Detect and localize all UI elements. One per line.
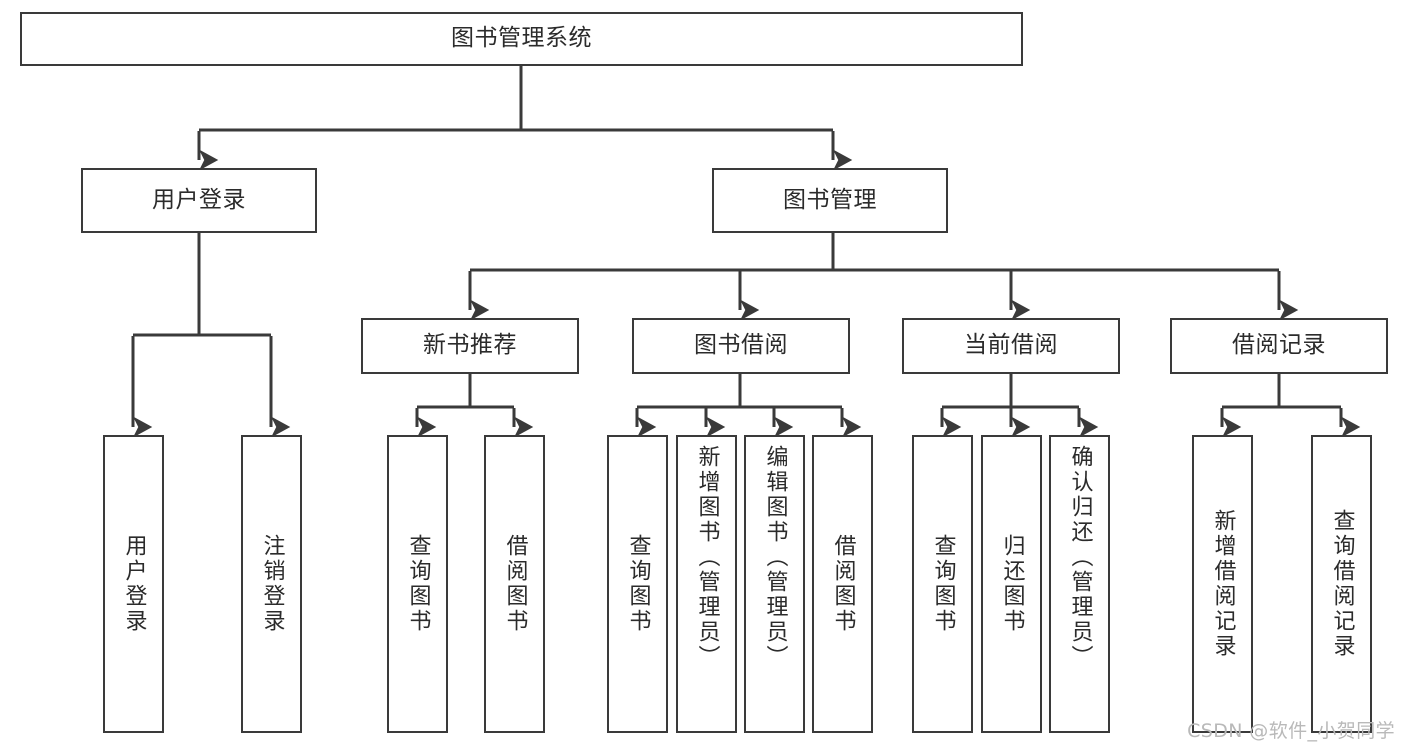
- node-leaf-return-book[interactable]: 归还图书: [981, 435, 1042, 733]
- watermark: CSDN @软件_小贺同学: [1187, 720, 1395, 742]
- node-user-login-label: 用户登录: [152, 186, 246, 213]
- node-current-borrow[interactable]: 当前借阅: [902, 318, 1120, 374]
- node-book-manage-label: 图书管理: [783, 186, 877, 213]
- node-leaf-add-record-label: 新增借阅记录: [1210, 509, 1236, 659]
- node-leaf-query-book-1[interactable]: 查询图书: [387, 435, 448, 733]
- node-leaf-user-login[interactable]: 用户登录: [103, 435, 164, 733]
- node-book-borrow[interactable]: 图书借阅: [632, 318, 850, 374]
- node-new-book-rec-label: 新书推荐: [423, 332, 517, 359]
- node-leaf-return-book-label: 归还图书: [999, 534, 1025, 634]
- node-book-borrow-label: 图书借阅: [694, 332, 788, 359]
- node-leaf-user-logout-label: 注销登录: [259, 534, 285, 634]
- node-leaf-query-book-2[interactable]: 查询图书: [607, 435, 668, 733]
- node-leaf-query-book-3[interactable]: 查询图书: [912, 435, 973, 733]
- node-new-book-rec[interactable]: 新书推荐: [361, 318, 579, 374]
- node-leaf-add-book-label: 新增图书（管理员）: [694, 445, 720, 670]
- node-book-manage[interactable]: 图书管理: [712, 168, 948, 233]
- node-leaf-borrow-book-1[interactable]: 借阅图书: [484, 435, 545, 733]
- node-leaf-confirm-return-label: 确认归还（管理员）: [1067, 445, 1093, 670]
- node-root-label: 图书管理系统: [451, 25, 592, 52]
- node-leaf-query-book-2-label: 查询图书: [625, 534, 651, 634]
- node-leaf-query-book-3-label: 查询图书: [930, 534, 956, 634]
- node-leaf-borrow-book-1-label: 借阅图书: [502, 534, 528, 634]
- node-leaf-user-logout[interactable]: 注销登录: [241, 435, 302, 733]
- node-root[interactable]: 图书管理系统: [20, 12, 1023, 66]
- node-leaf-borrow-book-2[interactable]: 借阅图书: [812, 435, 873, 733]
- node-current-borrow-label: 当前借阅: [964, 332, 1058, 359]
- node-borrow-record-label: 借阅记录: [1232, 332, 1326, 359]
- node-leaf-user-login-label: 用户登录: [121, 534, 147, 634]
- node-leaf-add-record[interactable]: 新增借阅记录: [1192, 435, 1253, 733]
- node-leaf-edit-book[interactable]: 编辑图书（管理员）: [744, 435, 805, 733]
- node-borrow-record[interactable]: 借阅记录: [1170, 318, 1388, 374]
- node-leaf-query-record-label: 查询借阅记录: [1329, 509, 1355, 659]
- node-leaf-borrow-book-2-label: 借阅图书: [830, 534, 856, 634]
- node-leaf-add-book[interactable]: 新增图书（管理员）: [676, 435, 737, 733]
- node-leaf-query-book-1-label: 查询图书: [405, 534, 431, 634]
- node-leaf-edit-book-label: 编辑图书（管理员）: [762, 445, 788, 670]
- node-user-login[interactable]: 用户登录: [81, 168, 317, 233]
- node-leaf-query-record[interactable]: 查询借阅记录: [1311, 435, 1372, 733]
- node-leaf-confirm-return[interactable]: 确认归还（管理员）: [1049, 435, 1110, 733]
